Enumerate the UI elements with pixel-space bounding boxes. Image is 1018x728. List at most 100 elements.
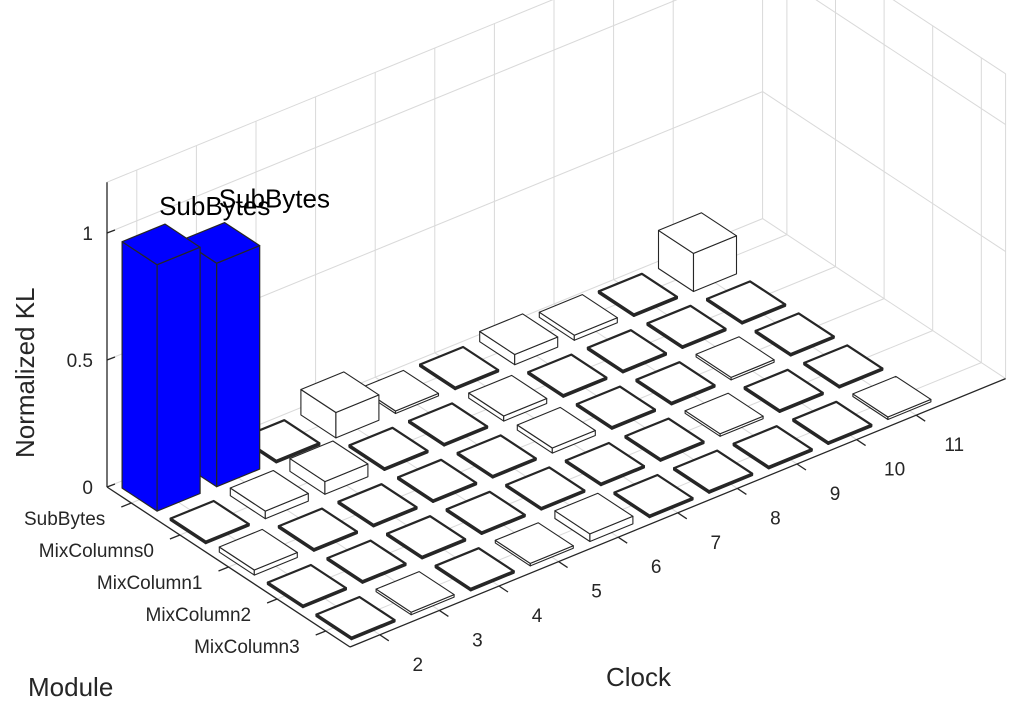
bar-top: [121, 223, 201, 266]
bar-top: [348, 426, 429, 470]
y-tick: [121, 502, 132, 508]
bar: [479, 313, 559, 366]
bar-top: [505, 466, 586, 510]
x-tick-label: 8: [770, 508, 781, 529]
bar-top: [408, 402, 489, 446]
bar-top: [516, 406, 596, 449]
bar-top: [386, 515, 467, 558]
bar-top: [538, 294, 618, 336]
bar-top: [564, 441, 646, 485]
grid-edge: [106, 0, 554, 183]
x-tick: [796, 463, 807, 471]
y-tick-label: MixColumn2: [146, 605, 252, 626]
bars: [121, 212, 932, 641]
bar: [266, 563, 347, 609]
bar: [646, 304, 727, 349]
bar: [505, 466, 586, 511]
bar-annotation: SubBytes: [159, 191, 270, 221]
bar-top: [479, 313, 559, 356]
bar: [564, 441, 646, 487]
grid-edge: [892, 0, 1006, 75]
bar-top: [494, 522, 574, 564]
bar-top: [359, 369, 440, 412]
x-tick-label: 2: [413, 655, 424, 676]
bar: [408, 402, 489, 447]
bar-top: [266, 563, 347, 607]
bar-top: [852, 375, 932, 418]
bar: [326, 539, 407, 584]
bar: [705, 280, 787, 325]
bar-top: [375, 571, 455, 613]
bar: [375, 571, 455, 616]
bar: [792, 400, 873, 445]
bar-top: [732, 425, 813, 468]
grid-line: [815, 0, 1006, 126]
bar: [468, 374, 548, 422]
bar-top: [315, 595, 396, 639]
x-tick-label: 10: [884, 460, 905, 481]
bar: [169, 499, 250, 545]
x-tick: [915, 414, 926, 422]
bar-top: [695, 336, 775, 378]
x-tick-label: 3: [472, 630, 483, 651]
bar: [419, 345, 500, 391]
bar: [397, 458, 478, 503]
grid-line: [762, 91, 1006, 253]
z-axis-title: Normalized KL: [10, 287, 40, 458]
y-tick: [169, 534, 181, 540]
bar: [695, 336, 775, 381]
bar-top: [527, 353, 608, 397]
bar-top: [277, 507, 358, 551]
bar-top: [181, 222, 261, 264]
bar-top: [754, 312, 835, 356]
bar-top: [743, 368, 824, 412]
bar-top: [289, 440, 369, 483]
bar: [494, 522, 574, 567]
bar: [672, 449, 754, 494]
x-tick: [439, 609, 449, 617]
z-tick: [106, 356, 116, 361]
bar: [538, 294, 618, 341]
bar-top: [300, 371, 380, 414]
bar: [315, 595, 396, 641]
x-tick: [737, 487, 747, 495]
y-tick: [266, 598, 278, 604]
bar: [121, 223, 201, 512]
bar-top: [434, 547, 515, 590]
bar: [575, 385, 657, 430]
x-tick: [617, 536, 628, 544]
y-tick-label: MixColumn3: [194, 637, 300, 658]
bar: [527, 353, 608, 398]
x-tick: [856, 439, 866, 447]
x-tick: [677, 512, 688, 520]
x-tick: [379, 634, 390, 642]
bar-top: [705, 280, 787, 324]
bar-annotation: SubBytes: [219, 184, 330, 214]
bar: [732, 425, 813, 470]
bar-top: [445, 490, 526, 534]
bar-top: [554, 492, 634, 535]
bar-top: [468, 374, 548, 417]
bar: [386, 515, 467, 560]
bar-top: [635, 361, 716, 404]
bar: [348, 426, 429, 471]
bar-top: [646, 304, 727, 348]
z-tick-label: 1: [82, 224, 93, 245]
bar: [624, 417, 705, 462]
bar-top: [624, 417, 705, 461]
bar-top: [326, 539, 407, 583]
bar-top: [597, 272, 679, 316]
bar: [554, 492, 634, 543]
y-tick-label: MixColumns0: [39, 541, 154, 562]
bar: [597, 272, 679, 317]
bar: [300, 371, 380, 439]
bar-top: [672, 449, 754, 493]
bar-top: [613, 473, 694, 517]
bar-top: [803, 344, 884, 388]
x-tick-label: 7: [711, 533, 722, 554]
bar: [516, 406, 596, 454]
bar-top: [575, 385, 657, 429]
bar-top: [337, 483, 418, 526]
z-tick-label: 0.5: [67, 351, 93, 372]
bar-top: [397, 458, 478, 502]
